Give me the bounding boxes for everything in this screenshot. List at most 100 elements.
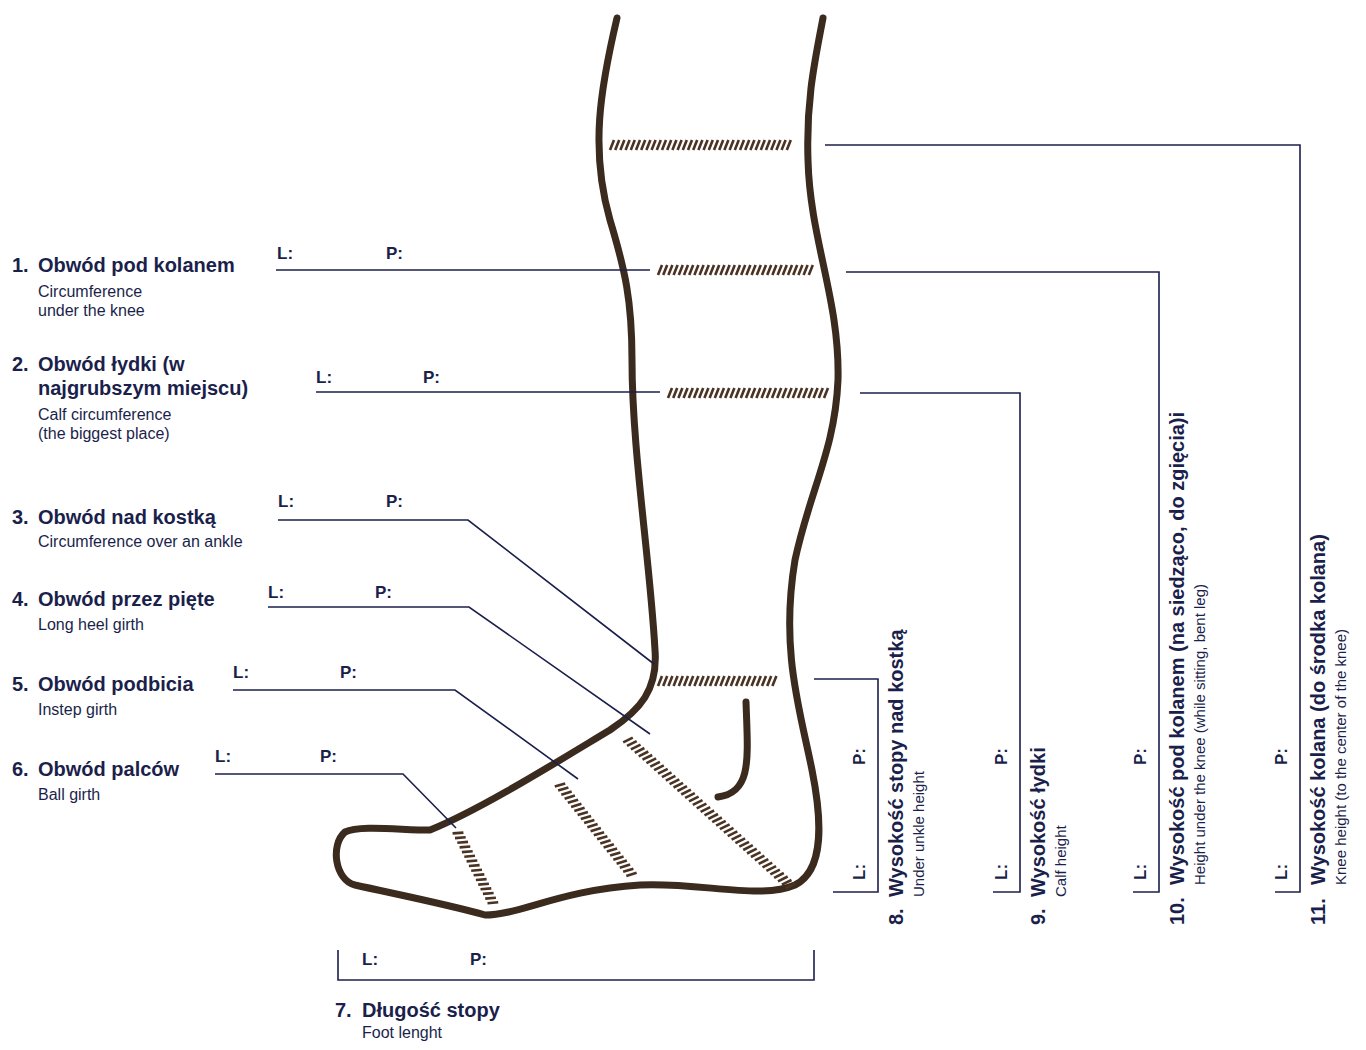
measure-subtitle: Calf height [1052,825,1070,897]
leader-line [215,774,456,828]
hatch-stroke [745,140,749,150]
hatch-stroke [771,140,775,150]
hatch-stroke [469,864,480,868]
hatch-stroke [736,388,740,398]
hatch-stroke [646,140,650,150]
right-field: P: [386,244,403,264]
hatch-stroke [767,265,771,275]
left-field: L: [362,950,378,970]
hatch-stroke [453,831,464,834]
right-field: P: [340,663,357,683]
hatch-stroke [719,140,723,150]
measure-title: Obwód przez pięte [38,587,215,611]
hatch-stroke [457,841,468,844]
hatch-stroke [735,838,745,843]
measure-subtitle: Knee height (to the center of the knee) [1332,629,1350,885]
callout-number: 5. [12,672,29,696]
callout-number: 1. [12,253,29,277]
hatch-stroke [793,265,797,275]
hatch-stroke [681,790,691,795]
hatch-stroke [736,676,740,686]
hatch-stroke [684,265,688,275]
hatch-stroke [732,835,742,840]
hatch-stroke [741,676,745,686]
hatch-stroke [720,676,724,686]
hatch-stroke [735,140,739,150]
hatch-stroke [761,140,765,150]
hatch-stroke [674,783,684,788]
hatch-stroke [746,676,750,686]
hatch-stroke [663,265,667,275]
hatch-stroke [574,808,584,811]
leader-line [278,520,654,664]
hatch-stroke [762,265,766,275]
hatch-stroke [720,265,724,275]
measure-subtitle: Circumference under the knee [38,282,173,320]
hatch-stroke [714,140,718,150]
hatch-stroke [689,388,693,398]
hatch-stroke [755,856,765,861]
hatch-stroke [725,388,729,398]
hatch-stroke [710,676,714,686]
measure-title: Wysokość łydki [1026,747,1050,897]
hatch-stroke [787,140,791,150]
hatch-stroke [685,793,695,798]
callout-number: 2. [12,352,29,376]
hatch-stroke [627,741,637,746]
hatch-stroke [658,265,662,275]
hatch-stroke [591,828,601,831]
hatch-stroke [626,140,630,150]
hatch-stroke [778,265,782,275]
callout-number: 10. [1165,897,1189,925]
hatch-stroke [809,265,813,275]
hatch-stroke [678,388,682,398]
hatch-stroke [620,865,630,868]
hatch-stroke [636,140,640,150]
hatch-stroke [741,265,745,275]
measure-subtitle: Foot lenght [362,1023,442,1042]
hatch-stroke [783,265,787,275]
hatch-stroke [698,140,702,150]
hatch-stroke [561,792,571,795]
hatch-stroke [597,836,607,839]
measure-title: Wysokość kolana (do środka kolana) [1306,534,1330,885]
measure-subtitle: Calf circumference (the biggest place) [38,405,188,443]
hatch-stroke [743,845,753,850]
right-field: P: [375,583,392,603]
hatch-stroke [678,140,682,150]
hatch-stroke [700,676,704,686]
hatch-stroke [750,140,754,150]
hatch-stroke [558,788,568,791]
hatch-stroke [772,388,776,398]
hatch-stroke [485,896,496,899]
hatch-stroke [610,140,614,150]
hatch-stroke [600,840,610,843]
hatch-stroke [662,772,672,777]
leader-line [316,391,660,393]
hatch-stroke [483,892,494,896]
callout-number: 11. [1306,898,1330,925]
right-field: P: [320,747,337,767]
left-field: L: [1131,864,1151,880]
hatch-stroke [808,388,812,398]
right-field: P: [470,950,487,970]
hatch-stroke [689,676,693,686]
hatch-stroke [668,388,672,398]
hatch-stroke [610,853,620,856]
hatch-stroke [798,388,802,398]
vertical-measure-group: 11. Wysokość kolana (do środka kolana)Kne… [1270,325,1350,925]
vertical-measure-group: 10.Wysokość pod kolanem (na siedząco, do… [1129,325,1209,925]
hatch-stroke [639,752,649,757]
hatch-stroke [679,676,683,686]
hatch-stroke [684,388,688,398]
hatch-stroke [720,388,724,398]
hatch-stroke [705,676,709,686]
measure-hatching [453,140,828,903]
leg-outline [336,18,838,915]
hatch-stroke [756,388,760,398]
hatch-stroke [814,388,818,398]
hatch-stroke [731,265,735,275]
hatch-stroke [730,388,734,398]
hatch-stroke [715,676,719,686]
hatch-stroke [728,831,738,836]
